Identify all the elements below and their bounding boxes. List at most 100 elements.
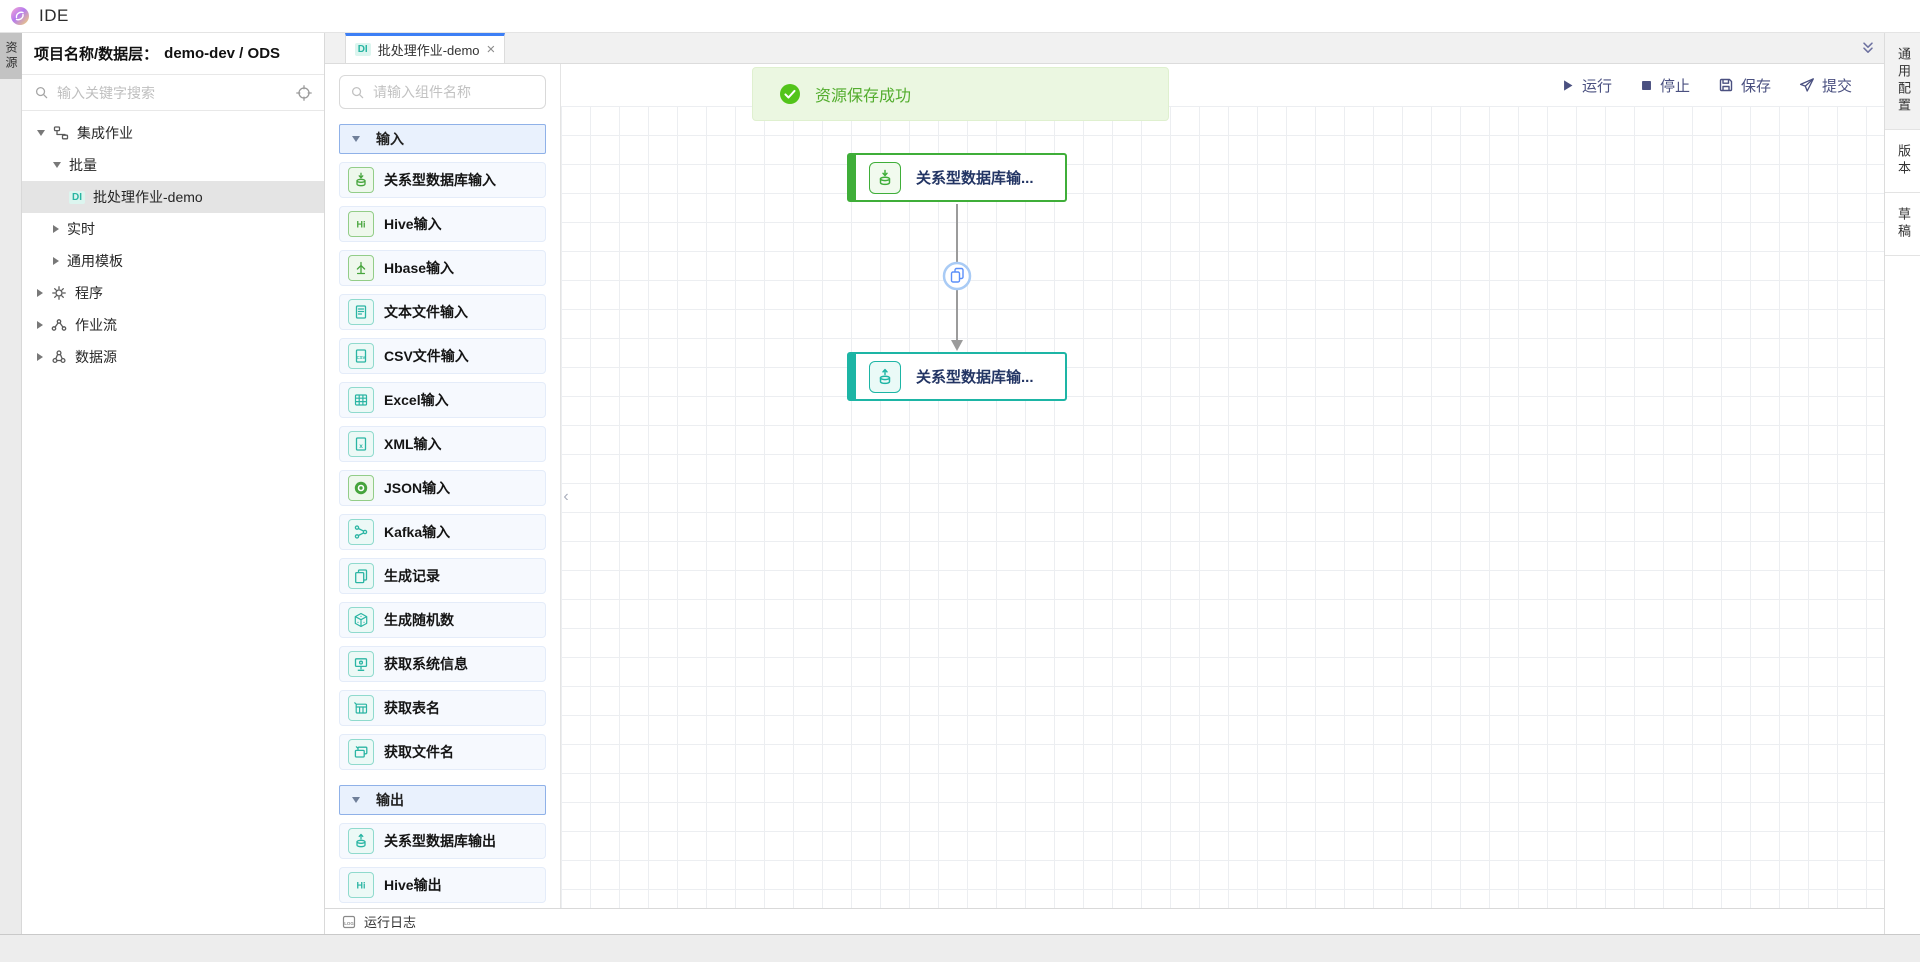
- component-item-json-input[interactable]: JSON输入: [339, 470, 546, 506]
- log-icon: LOG: [341, 914, 357, 930]
- right-tab-draft[interactable]: 草稿: [1885, 193, 1920, 256]
- footer-strip: [0, 934, 1920, 962]
- main-area: DI 批处理作业-demo × 输入: [325, 33, 1884, 934]
- component-item-excel-input[interactable]: Excel输入: [339, 382, 546, 418]
- tree-item-label: 作业流: [75, 317, 117, 333]
- app-title: IDE: [39, 6, 69, 25]
- project-search-input[interactable]: [57, 84, 288, 101]
- text-file-icon: [348, 299, 374, 325]
- caret-down-icon[interactable]: [37, 130, 45, 136]
- paper-plane-icon: [1799, 78, 1814, 92]
- component-item-rdb-output[interactable]: 关系型数据库输出: [339, 823, 546, 859]
- app-header: IDE: [0, 0, 1920, 33]
- locate-icon[interactable]: [296, 84, 312, 101]
- node-label: 关系型数据库输...: [916, 369, 1034, 386]
- di-badge: DI: [354, 43, 371, 56]
- right-tab-version[interactable]: 版本: [1885, 130, 1920, 193]
- right-tab-general-config[interactable]: 通用配置: [1885, 33, 1920, 130]
- component-item-csv-file-input[interactable]: CSV CSV文件输入: [339, 338, 546, 374]
- tree-item-batch[interactable]: 批量: [22, 149, 324, 181]
- stop-button[interactable]: 停止: [1640, 75, 1690, 96]
- project-label: 项目名称/数据层：: [34, 46, 159, 63]
- editor-tabbar: DI 批处理作业-demo ×: [325, 33, 1884, 64]
- caret-down-icon[interactable]: [352, 136, 360, 142]
- editor-tab-label: 批处理作业-demo: [377, 43, 480, 58]
- hive-icon: Hi: [348, 872, 374, 898]
- run-log-bar[interactable]: LOG 运行日志: [325, 908, 1884, 934]
- component-item-get-table-name[interactable]: 获取表名: [339, 690, 546, 726]
- submit-button[interactable]: 提交: [1799, 75, 1852, 96]
- excel-table-icon: [348, 387, 374, 413]
- stop-icon: [1641, 80, 1651, 90]
- component-item-hive-input[interactable]: Hi Hive输入: [339, 206, 546, 242]
- section-input[interactable]: 输入: [339, 124, 546, 154]
- caret-right-icon[interactable]: [53, 257, 59, 265]
- caret-right-icon[interactable]: [37, 289, 43, 297]
- success-check-icon: [780, 84, 800, 104]
- node-accent-bar: [849, 155, 856, 200]
- node-accent-bar: [849, 354, 856, 399]
- double-chevron-down-icon[interactable]: [1860, 40, 1876, 56]
- project-panel-header: 项目名称/数据层： demo-dev / ODS: [22, 33, 324, 75]
- component-item-hive-output[interactable]: Hi Hive输出: [339, 867, 546, 903]
- project-value: demo-dev / ODS: [164, 45, 281, 62]
- editor-tab-batch-job-demo[interactable]: DI 批处理作业-demo ×: [345, 33, 505, 63]
- tree-item-label: 批量: [69, 157, 97, 173]
- component-item-rdb-input[interactable]: 关系型数据库输入: [339, 162, 546, 198]
- component-search-input[interactable]: [373, 84, 535, 100]
- hbase-icon: [348, 255, 374, 281]
- caret-down-icon[interactable]: [352, 797, 360, 803]
- svg-text:Hi: Hi: [357, 881, 366, 891]
- component-item-kafka-input[interactable]: Kafka输入: [339, 514, 546, 550]
- play-icon: [1564, 79, 1573, 91]
- tree-item-workflow[interactable]: 作业流: [22, 309, 324, 341]
- tree-item-batch-job-demo[interactable]: DI 批处理作业-demo: [22, 181, 324, 213]
- svg-text:LOG: LOG: [344, 921, 354, 926]
- component-item-get-file-name[interactable]: 获取文件名: [339, 734, 546, 770]
- dice-icon: [348, 607, 374, 633]
- flow-canvas[interactable]: 运行 停止 保存 提交: [561, 64, 1884, 908]
- table-name-icon: [348, 695, 374, 721]
- component-item-get-system-info[interactable]: 获取系统信息: [339, 646, 546, 682]
- caret-right-icon[interactable]: [37, 353, 43, 361]
- node-rdb-input[interactable]: 关系型数据库输...: [847, 153, 1067, 202]
- file-name-icon: [348, 739, 374, 765]
- caret-down-icon[interactable]: [53, 162, 61, 168]
- left-rail-tab-resource[interactable]: 资源: [0, 33, 22, 79]
- caret-right-icon[interactable]: [53, 225, 59, 233]
- component-item-text-file-input[interactable]: 文本文件输入: [339, 294, 546, 330]
- tree-item-realtime[interactable]: 实时: [22, 213, 324, 245]
- xml-file-icon: x: [348, 431, 374, 457]
- tree-item-datasource[interactable]: 数据源: [22, 341, 324, 373]
- tree-item-program[interactable]: 程序: [22, 277, 324, 309]
- database-output-icon: [348, 828, 374, 854]
- panel-collapse-icon[interactable]: ‹: [563, 488, 569, 505]
- monitor-icon: [348, 651, 374, 677]
- hierarchy-icon: [53, 125, 69, 141]
- tree-item-integration-jobs[interactable]: 集成作业: [22, 117, 324, 149]
- component-item-xml-input[interactable]: x XML输入: [339, 426, 546, 462]
- toast-message: 资源保存成功: [815, 88, 912, 105]
- project-search-bar: [22, 75, 324, 111]
- component-panel: 输入 关系型数据库输入 Hi Hive输入 Hbase输入 文本文件输入: [325, 64, 561, 908]
- component-item-hbase-input[interactable]: Hbase输入: [339, 250, 546, 286]
- records-copy-icon: [348, 563, 374, 589]
- component-item-generate-records[interactable]: 生成记录: [339, 558, 546, 594]
- component-search-bar: [339, 75, 546, 109]
- svg-text:CSV: CSV: [357, 355, 366, 360]
- flow-edge[interactable]: [929, 202, 985, 354]
- save-button[interactable]: 保存: [1718, 75, 1771, 96]
- json-icon: [348, 475, 374, 501]
- close-icon[interactable]: ×: [486, 41, 496, 58]
- search-icon: [351, 86, 364, 98]
- section-output[interactable]: 输出: [339, 785, 546, 815]
- caret-right-icon[interactable]: [37, 321, 43, 329]
- component-item-generate-random[interactable]: 生成随机数: [339, 602, 546, 638]
- edge-copy-badge: [942, 261, 972, 291]
- di-badge: DI: [69, 190, 85, 204]
- run-button[interactable]: 运行: [1561, 75, 1612, 96]
- node-rdb-output[interactable]: 关系型数据库输...: [847, 352, 1067, 401]
- tree-item-general-template[interactable]: 通用模板: [22, 245, 324, 277]
- hive-icon: Hi: [348, 211, 374, 237]
